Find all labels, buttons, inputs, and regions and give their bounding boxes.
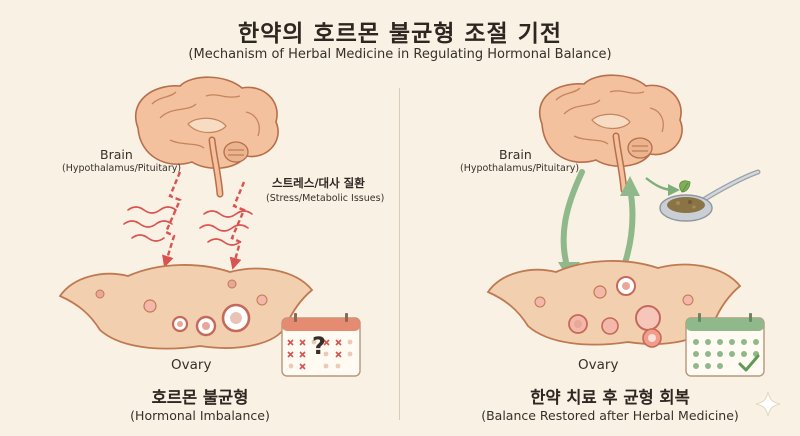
brain-sub-right: (Hypothalamus/Pituitary) (460, 163, 580, 174)
calendar-question-mark: ? (312, 332, 326, 360)
ovary-label-right: Ovary (578, 357, 619, 373)
brain-label-right: Brain (499, 147, 532, 162)
page-subtitle: (Mechanism of Herbal Medicine in Regulat… (188, 47, 612, 62)
sparkle-icon (755, 391, 781, 417)
ovary-icon-left (58, 264, 314, 350)
brain-icon-right (539, 74, 683, 194)
caption-right: 한약 치료 후 균형 회복 (530, 388, 690, 407)
brain-label-left: Brain (100, 147, 133, 162)
ovary-icon-right (486, 260, 742, 348)
stress-arrow-left-2 (229, 181, 246, 270)
calendar-icon-right (685, 313, 765, 377)
stress-label: 스트레스/대사 질환 (272, 176, 365, 190)
panel-divider (399, 88, 400, 420)
herbal-spoon-icon (659, 169, 761, 222)
herb-arrow (645, 177, 680, 196)
page-title: 한약의 호르몬 불균형 조절 기전 (237, 21, 563, 47)
caption-sub-right: (Balance Restored after Herbal Medicine) (481, 408, 739, 423)
stress-sub: (Stress/Metabolic Issues) (266, 193, 385, 204)
stress-arrow-left-1 (162, 171, 182, 268)
caption-left: 호르몬 불균형 (151, 388, 249, 407)
feedback-arrow-up (620, 176, 640, 269)
calendar-icon-left (281, 313, 361, 377)
brain-icon-left (135, 76, 279, 198)
caption-sub-left: (Hormonal Imbalance) (130, 408, 270, 423)
stress-waves-left (123, 206, 253, 246)
ovary-label-left: Ovary (171, 357, 212, 373)
brain-sub-left: (Hypothalamus/Pituitary) (62, 163, 182, 174)
